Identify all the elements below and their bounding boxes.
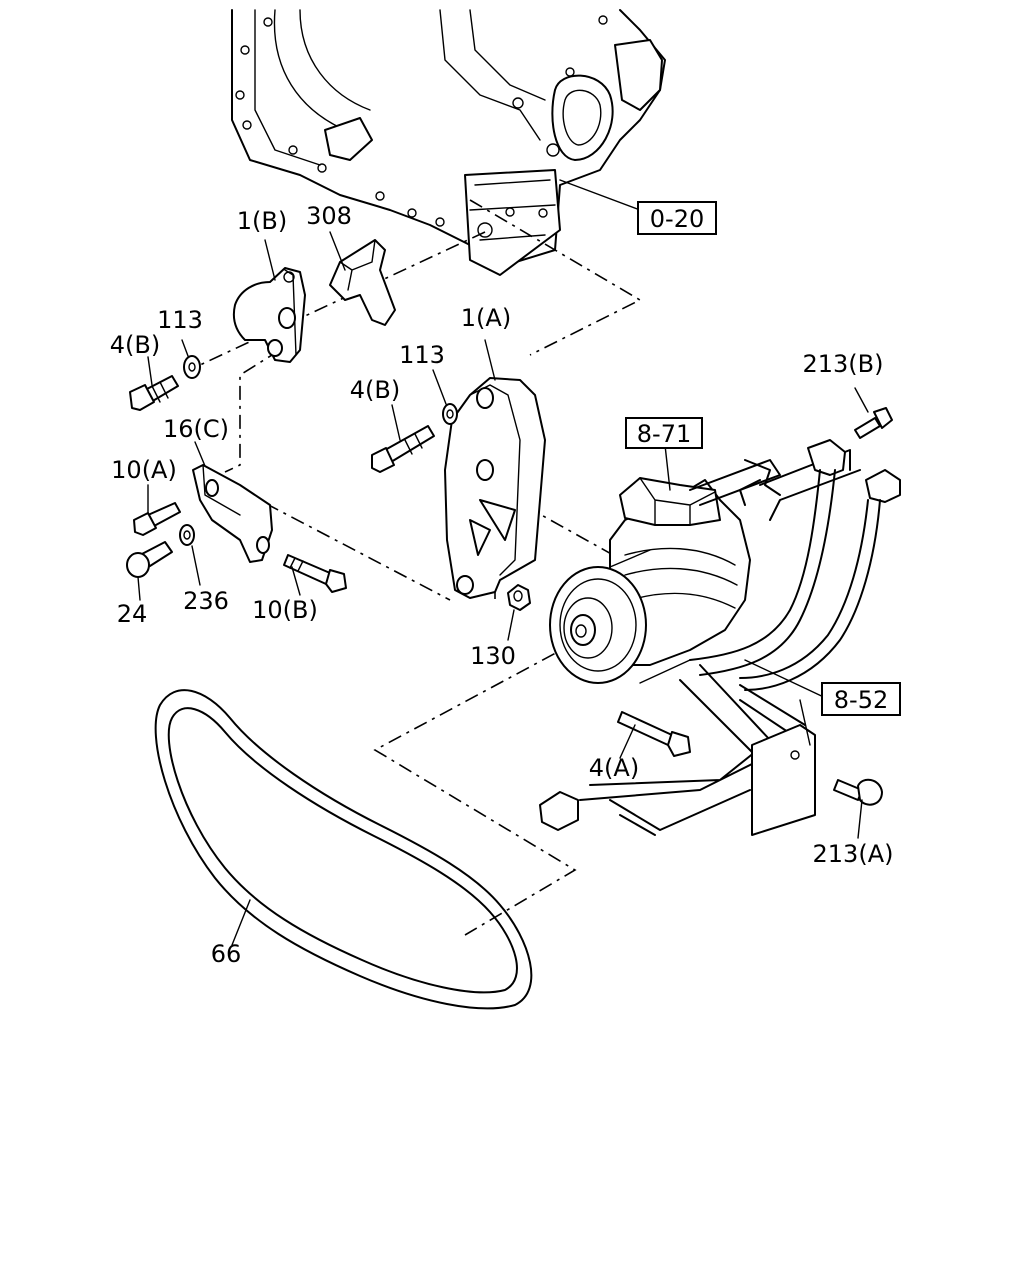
bolt-10a xyxy=(133,502,181,536)
callout-0-20[interactable]: 0-20 xyxy=(650,205,704,233)
ref-box-8-71 xyxy=(625,417,703,449)
callout-4b-left[interactable]: 4(B) xyxy=(110,331,160,359)
ac-hoses xyxy=(539,439,901,836)
callout-113-mid[interactable]: 113 xyxy=(399,341,445,369)
callout-16c[interactable]: 16(C) xyxy=(163,415,229,443)
engine-block-housing xyxy=(231,9,666,276)
drive-belt-66 xyxy=(154,689,533,1010)
callout-8-71[interactable]: 8-71 xyxy=(637,420,691,448)
bolt-4a xyxy=(617,711,691,757)
washer-113-mid xyxy=(442,403,458,425)
callout-24[interactable]: 24 xyxy=(117,600,148,628)
bolt-4b-left xyxy=(129,375,179,411)
bolt-213b xyxy=(854,407,893,439)
nut-130 xyxy=(507,584,531,611)
callout-308[interactable]: 308 xyxy=(306,202,352,230)
callout-4a[interactable]: 4(A) xyxy=(589,754,639,782)
bracket-1a xyxy=(444,377,546,599)
callout-leaders xyxy=(137,179,869,946)
ref-box-0-20 xyxy=(637,201,717,235)
bolt-10b xyxy=(283,554,347,593)
ac-compressor xyxy=(549,477,751,684)
callout-213a[interactable]: 213(A) xyxy=(813,840,894,868)
callout-10b[interactable]: 10(B) xyxy=(252,596,318,624)
washer-236 xyxy=(179,524,195,546)
callout-8-52[interactable]: 8-52 xyxy=(834,686,888,714)
part-308 xyxy=(329,239,396,326)
callout-10a[interactable]: 10(A) xyxy=(111,456,177,484)
bolt-4b-mid xyxy=(371,425,435,473)
callout-1a[interactable]: 1(A) xyxy=(461,304,511,332)
washer-113-left xyxy=(183,355,201,379)
callout-130[interactable]: 130 xyxy=(470,642,516,670)
callout-236[interactable]: 236 xyxy=(183,587,229,615)
pin-24 xyxy=(126,541,173,578)
callout-66[interactable]: 66 xyxy=(211,940,242,968)
callout-113-left[interactable]: 113 xyxy=(157,306,203,334)
ref-box-8-52 xyxy=(821,682,901,716)
callout-4b-mid[interactable]: 4(B) xyxy=(350,376,400,404)
callout-1b[interactable]: 1(B) xyxy=(237,207,287,235)
bracket-16c xyxy=(192,464,273,563)
bolt-213a xyxy=(833,778,883,806)
callout-213b[interactable]: 213(B) xyxy=(803,350,884,378)
bracket-1b xyxy=(232,267,306,363)
